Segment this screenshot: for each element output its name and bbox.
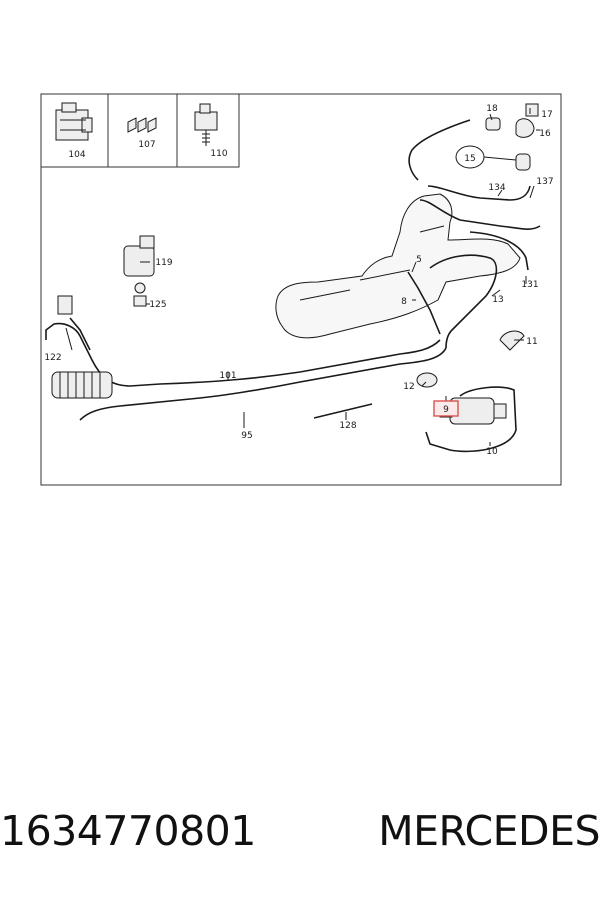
callout-131: 131 — [521, 280, 538, 290]
clamp-12 — [416, 372, 438, 388]
callout-15: 15 — [464, 154, 475, 164]
brand-name: MERCEDES — [378, 807, 600, 855]
fuel-tank — [275, 193, 521, 339]
callout-8: 8 — [401, 297, 407, 307]
hose-18 — [408, 119, 471, 181]
callout-10: 10 — [486, 447, 498, 457]
callout-125: 125 — [149, 300, 166, 310]
callout-11: 11 — [526, 337, 537, 347]
callout-17: 17 — [541, 110, 552, 120]
callout-122: 122 — [44, 353, 61, 363]
fuel-line-return — [427, 185, 531, 201]
callout-137: 137 — [536, 177, 553, 187]
pipe-128 — [313, 403, 373, 419]
callout-101: 101 — [219, 371, 236, 381]
callout-16: 16 — [539, 129, 551, 139]
fitting-icon — [194, 103, 218, 146]
clamp-18 — [485, 117, 501, 131]
clip-icon — [127, 117, 157, 133]
highlight-box — [433, 400, 459, 417]
fuel-line-101 — [45, 322, 441, 387]
callout-5: 5 — [416, 255, 422, 265]
callout-119: 119 — [155, 258, 172, 268]
callout-134: 134 — [488, 183, 505, 193]
callout-9: 9 — [443, 405, 449, 415]
fuel-line-95 — [79, 347, 447, 421]
connector-122 — [57, 295, 73, 315]
label-107: 107 — [138, 140, 155, 150]
label-104: 104 — [68, 150, 85, 160]
tube-13 — [429, 254, 498, 349]
charcoal-canister — [51, 371, 113, 399]
callout-128: 128 — [339, 421, 356, 431]
tube-131 — [469, 231, 529, 271]
fuel-line-122 — [69, 317, 91, 351]
caption-bar: 1634770801 MERCEDES — [0, 796, 600, 866]
fuel-line-vent — [419, 199, 541, 230]
part-number: 1634770801 — [0, 807, 256, 855]
fuel-line-10 — [425, 386, 517, 453]
label-110: 110 — [210, 149, 227, 159]
inset-box-110 — [176, 93, 240, 168]
tube-8 — [407, 271, 441, 335]
clip-125 — [133, 295, 147, 307]
valve-15 — [515, 153, 531, 171]
callout-18: 18 — [486, 104, 498, 114]
grommet-16 — [515, 118, 535, 138]
valve-119 — [123, 235, 155, 294]
callout-12: 12 — [403, 382, 414, 392]
valve-block-icon — [55, 102, 93, 141]
bolt-17 — [525, 103, 539, 117]
clamp-11 — [499, 330, 525, 351]
callout-13: 13 — [492, 295, 503, 305]
callout-95: 95 — [241, 431, 252, 441]
